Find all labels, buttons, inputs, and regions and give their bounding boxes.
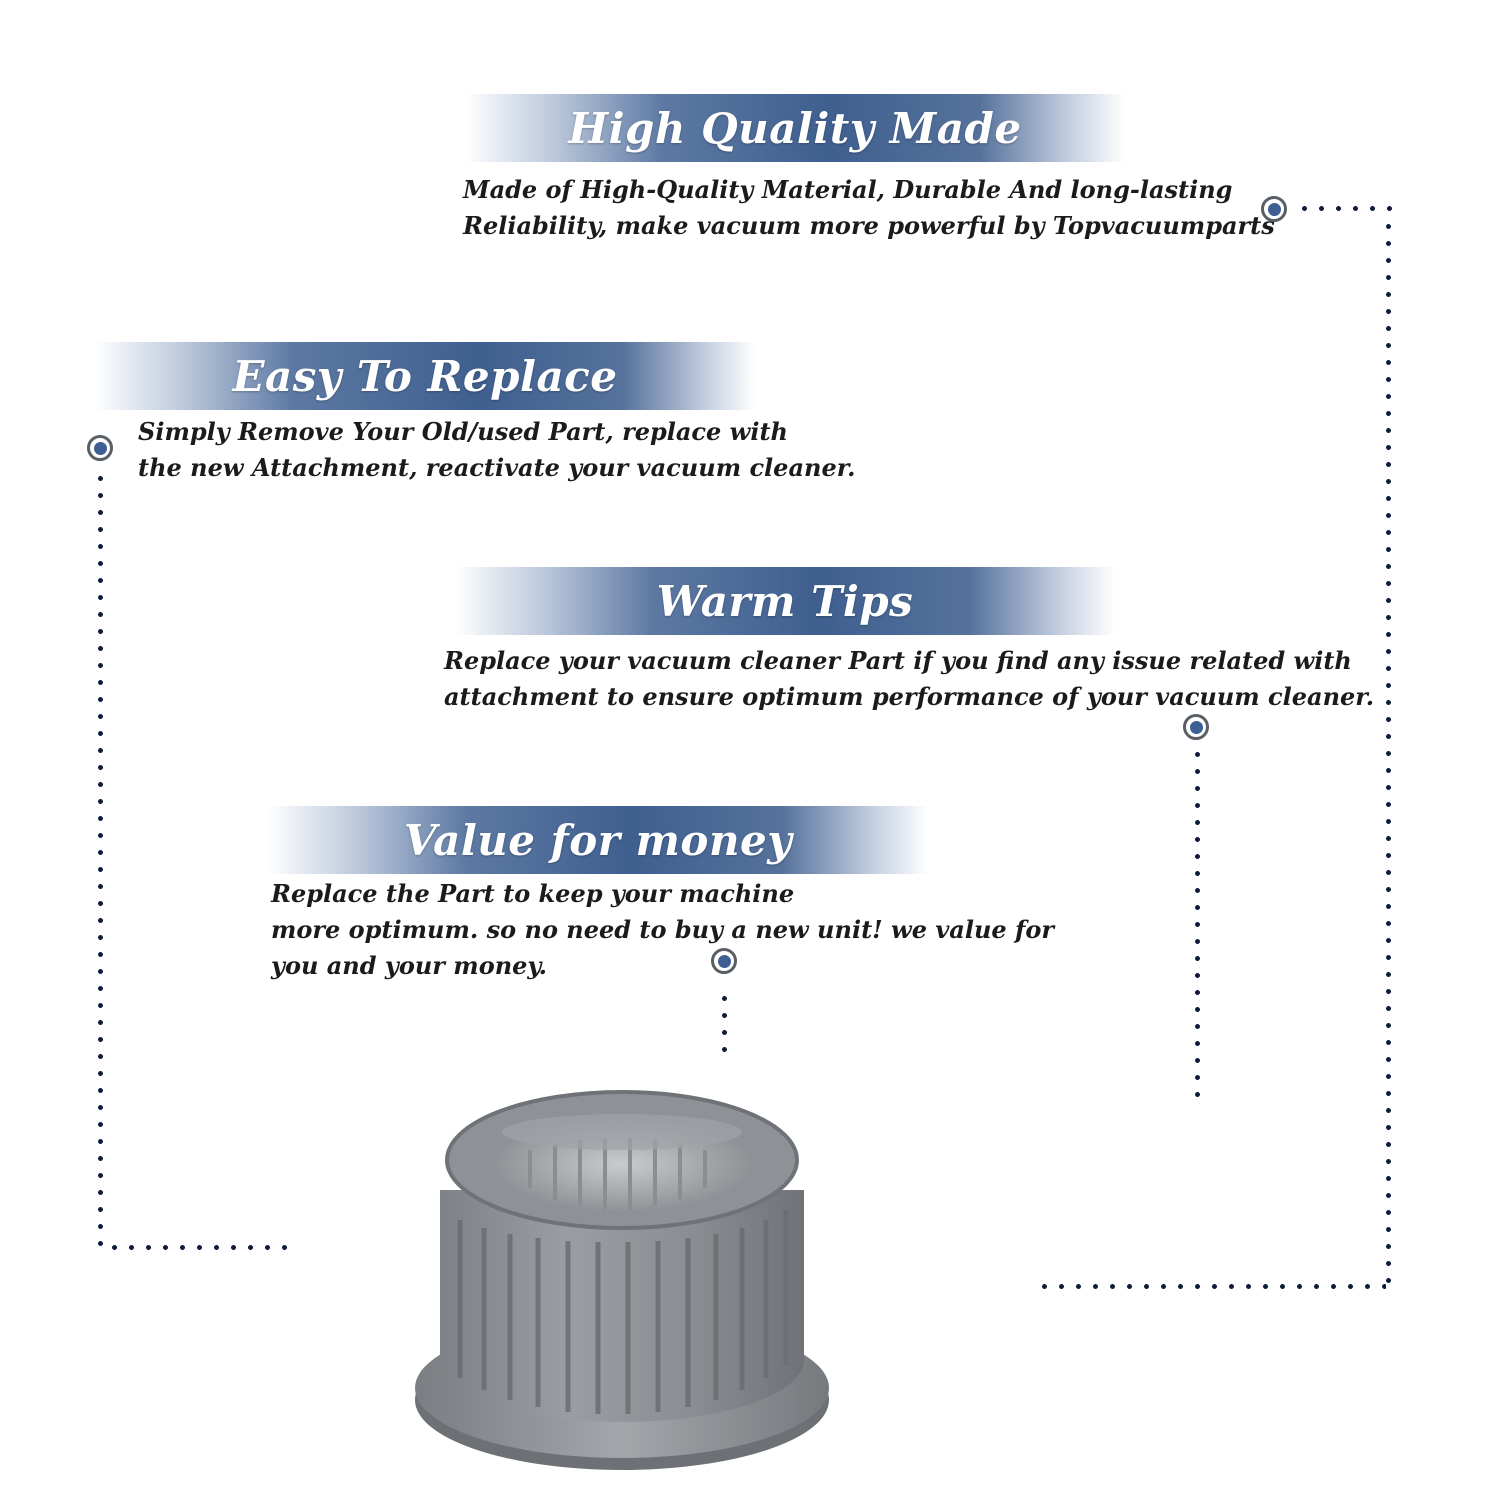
vacuum-filter-part-image <box>415 1090 829 1470</box>
dotted-connector <box>1036 1284 1386 1289</box>
banner-warm-tips: Warm Tips <box>455 567 1115 635</box>
banner-easy-replace: Easy To Replace <box>95 342 755 410</box>
banner-high-quality: High Quality Made <box>465 94 1125 162</box>
dotted-connector <box>1386 218 1391 1292</box>
description-line: Simply Remove Your Old/used Part, replac… <box>138 417 788 446</box>
bullet-icon <box>1261 196 1287 222</box>
section-description: Replace the Part to keep your machine mo… <box>271 876 1054 984</box>
description-line: Replace your vacuum cleaner Part if you … <box>444 646 1352 675</box>
section-title: Easy To Replace <box>232 351 618 401</box>
section-title: Warm Tips <box>656 576 914 626</box>
section-title: Value for money <box>403 815 793 865</box>
dotted-connector <box>722 990 727 1052</box>
bullet-icon <box>711 948 737 974</box>
section-description: Simply Remove Your Old/used Part, replac… <box>138 414 856 486</box>
dotted-connector <box>106 1245 298 1250</box>
bullet-icon <box>1183 714 1209 740</box>
bullet-icon <box>87 435 113 461</box>
description-line: Replace the Part to keep your machine <box>271 879 795 908</box>
description-line: you and your money. <box>271 951 547 980</box>
section-title: High Quality Made <box>568 103 1022 153</box>
description-line: attachment to ensure optimum performance… <box>444 682 1375 711</box>
description-line: the new Attachment, reactivate your vacu… <box>138 453 856 482</box>
banner-value-for-money: Value for money <box>268 806 928 874</box>
description-line: more optimum. so no need to buy a new un… <box>271 915 1054 944</box>
section-description: Made of High-Quality Material, Durable A… <box>463 172 1275 244</box>
dotted-connector <box>98 470 103 1252</box>
dotted-connector <box>1195 746 1200 1108</box>
description-line: Made of High-Quality Material, Durable A… <box>463 175 1233 204</box>
description-line: Reliability, make vacuum more powerful b… <box>463 211 1275 240</box>
section-description: Replace your vacuum cleaner Part if you … <box>444 643 1374 715</box>
dotted-connector <box>1296 206 1392 211</box>
